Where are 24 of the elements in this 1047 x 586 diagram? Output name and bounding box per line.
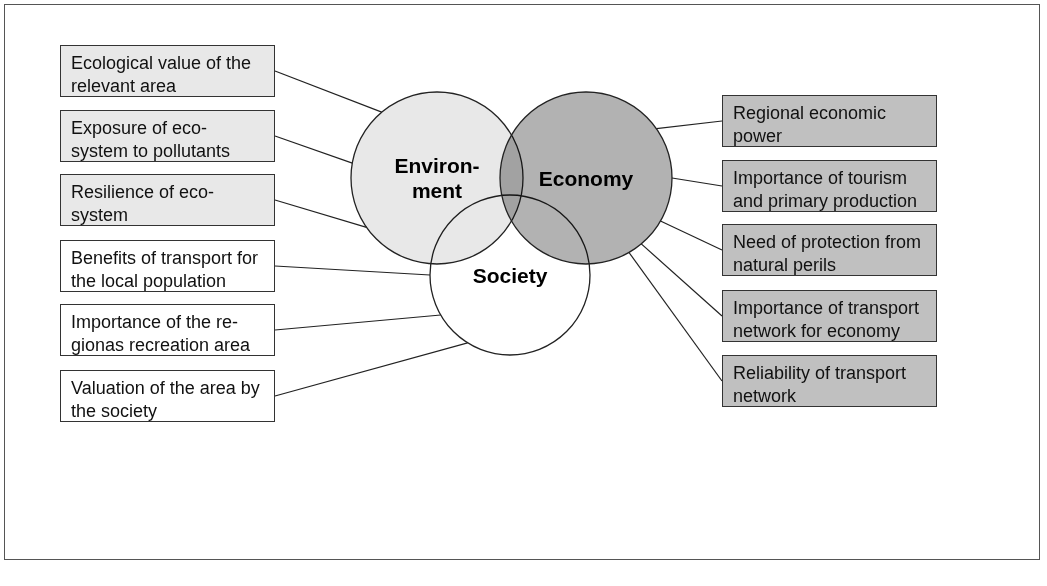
- connector-line: [655, 120, 723, 130]
- connector-line: [671, 177, 723, 187]
- connector-line: [274, 199, 368, 228]
- connector-line: [274, 342, 469, 397]
- criterion-box: Importance of the re- gionas recreation area: [60, 304, 275, 356]
- criterion-box: Ecological value of the relevant area: [60, 45, 275, 97]
- connector-line: [640, 243, 723, 317]
- connector-line: [274, 70, 383, 113]
- criterion-box: Importance of transport network for economy: [722, 290, 937, 342]
- connector-line: [659, 220, 723, 251]
- criterion-box: Resilience of eco- system: [60, 174, 275, 226]
- criterion-box: Benefits of transport for the local population: [60, 240, 275, 292]
- criterion-box: Need of protection from natural perils: [722, 224, 937, 276]
- circle-label: Economy: [537, 165, 635, 191]
- criterion-box: Reliability of transport network: [722, 355, 937, 407]
- circle-label: Environ- ment: [393, 153, 481, 203]
- connector-line: [628, 251, 723, 382]
- connector-line: [274, 265, 431, 276]
- criterion-box: Valuation of the area by the society: [60, 370, 275, 422]
- criterion-box: Exposure of eco-system to pollutants: [60, 110, 275, 162]
- criterion-box: Importance of tourism and primary production: [722, 160, 937, 212]
- criterion-box: Regional economic power: [722, 95, 937, 147]
- circle-label: Society: [471, 262, 549, 288]
- connector-line: [274, 135, 353, 164]
